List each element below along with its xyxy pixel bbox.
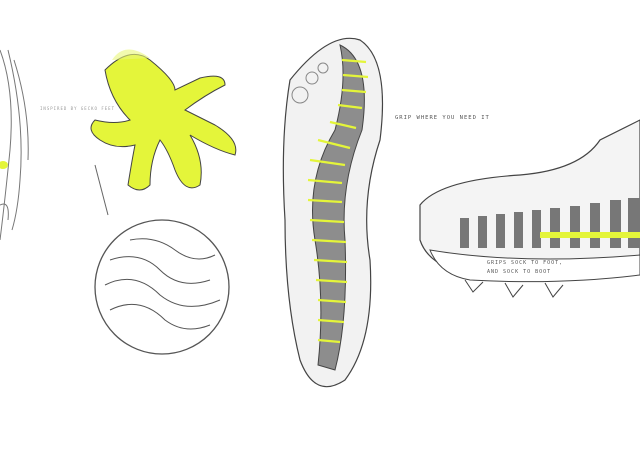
insole-sketch bbox=[282, 37, 384, 388]
magnified-setae-circle bbox=[94, 219, 230, 355]
inspiration-note: Inspired by gecko feet bbox=[40, 106, 115, 111]
boot-sketch bbox=[419, 119, 640, 298]
tree-bark-sketch bbox=[0, 49, 29, 241]
gecko-foot-sketch bbox=[90, 49, 237, 191]
arrow-line bbox=[94, 164, 109, 216]
grip-note: Grip where you need it bbox=[395, 115, 490, 121]
sock-note-line-1: Grips sock to foot, bbox=[487, 260, 564, 266]
sock-note: Grips sock to foot, and sock to boot bbox=[487, 259, 563, 277]
sock-note-line-2: and sock to boot bbox=[487, 269, 552, 275]
